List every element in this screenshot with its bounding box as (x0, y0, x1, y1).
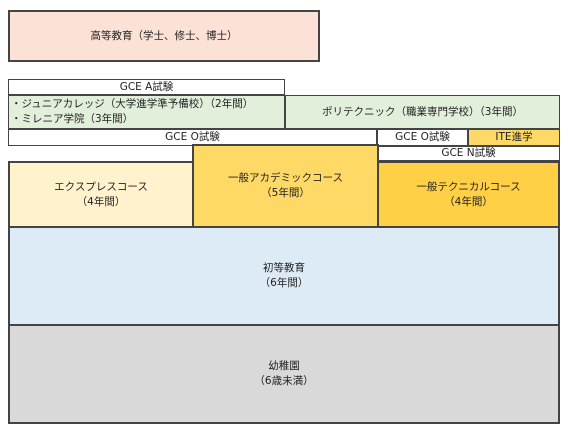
millennia-institute-label: ・ミレニア学院（3年間） (11, 113, 134, 125)
express-course-box: エクスプレスコース （4年間） (8, 161, 194, 228)
polytechnic-label: ポリテクニック（職業専門学校）（3年間） (322, 105, 523, 118)
higher-education-label: 高等教育（学士、修士、博士） (90, 29, 238, 42)
junior-college-box: ・ジュニアカレッジ（大学進学準予備校）（2年間） ・ミレニア学院（3年間） (8, 95, 285, 129)
polytechnic-box: ポリテクニック（職業専門学校）（3年間） (285, 95, 560, 129)
junior-college-label: ・ジュニアカレッジ（大学進学準予備校）（2年間） (11, 98, 254, 110)
ite-label: ITE進学 (495, 131, 533, 143)
primary-education-box: 初等教育 （6年間） (8, 226, 560, 326)
express-course-label: エクスプレスコース （4年間） (54, 180, 148, 208)
academic-course-label: 一般アカデミックコース （5年間） (228, 172, 343, 199)
academic-course-box: 一般アカデミックコース （5年間） (192, 144, 379, 228)
kindergarten-box: 幼稚園 （6歳未満） (8, 324, 560, 424)
technical-course-label: 一般テクニカルコース （4年間） (416, 180, 521, 208)
ite-box: ITE進学 (468, 129, 560, 146)
technical-course-box: 一般テクニカルコース （4年間） (377, 161, 560, 228)
gce-n-exam-label: GCE N試験 (441, 147, 496, 159)
higher-education-box: 高等教育（学士、修士、博士） (8, 10, 320, 62)
gce-o-exam-technical-box: GCE O試験 (377, 129, 468, 146)
kindergarten-label: 幼稚園 （6歳未満） (254, 360, 314, 387)
primary-education-label: 初等教育 （6年間） (259, 262, 309, 289)
gce-a-exam-label: GCE A試験 (119, 80, 174, 93)
gce-a-exam-box: GCE A試験 (8, 79, 285, 95)
gce-o-exam-label: GCE O試験 (165, 131, 220, 143)
gce-o-exam-technical-label: GCE O試験 (395, 131, 450, 143)
gce-n-exam-box: GCE N試験 (377, 146, 560, 161)
